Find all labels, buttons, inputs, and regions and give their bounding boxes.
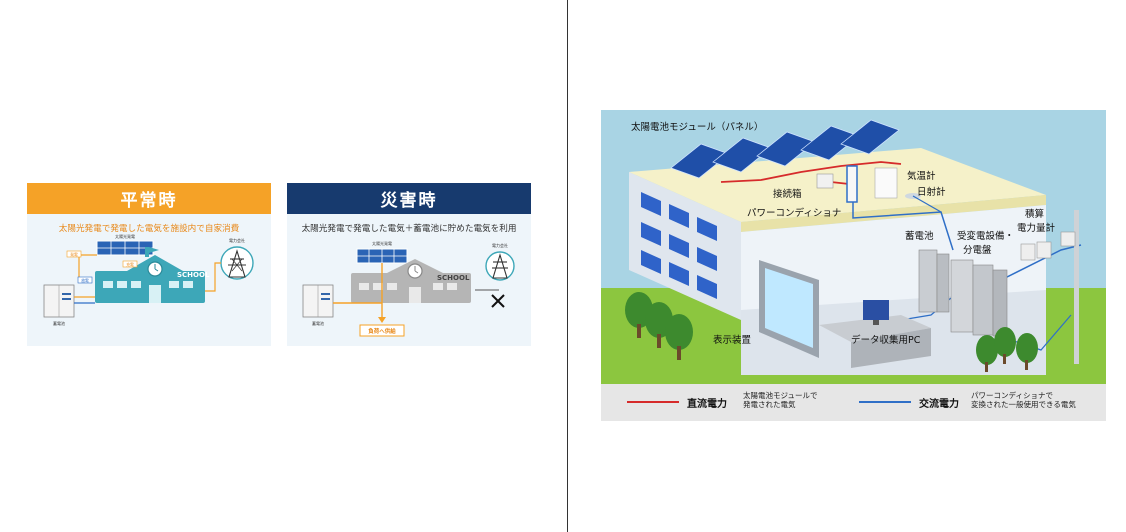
ac-wire bbox=[852, 202, 954, 251]
battery-label: 蓄電池 bbox=[53, 320, 65, 326]
supply-to-load-label: 負荷へ供給 bbox=[368, 327, 396, 335]
disaster-mode-illustration: 太陽光発電 SCHOOL 電力会社 bbox=[302, 240, 515, 337]
grid-arrow bbox=[205, 262, 221, 292]
flow-tag-generation: 発電 bbox=[70, 252, 78, 257]
ac-legend-line bbox=[859, 401, 911, 403]
flow-tag-charge: 充電 bbox=[126, 262, 134, 267]
label-meter-line1: 積算 bbox=[1025, 209, 1045, 220]
disaster-mode-card: 災害時 太陽光発電で発電した電気＋蓄電池に貯めた電気を利用 太陽光発電 SCHO… bbox=[287, 183, 531, 346]
school-label: SCHOOL bbox=[437, 274, 470, 282]
normal-mode-subtitle: 太陽光発電で発電した電気を施設内で自家消費 bbox=[58, 224, 240, 234]
panel-label: 太陽光発電 bbox=[115, 233, 135, 239]
disaster-mode-title: 災害時 bbox=[287, 183, 531, 214]
dc-legend-desc: 太陽電池モジュールで 発電された電気 bbox=[743, 391, 817, 410]
dc-legend-title: 直流電力 bbox=[687, 399, 727, 410]
utility-label: 電力会社 bbox=[492, 242, 508, 248]
battery-label: 蓄電池 bbox=[312, 320, 324, 326]
center-divider bbox=[567, 0, 568, 532]
panel-label: 太陽光発電 bbox=[372, 240, 392, 246]
outage-cross-icon bbox=[491, 294, 505, 308]
ac-legend-desc-line1: パワーコンディショナで bbox=[971, 391, 1053, 400]
solar-panel-icon bbox=[96, 240, 154, 256]
battery-cabinet-icon bbox=[302, 284, 334, 318]
label-display: 表示装置 bbox=[713, 335, 752, 346]
utility-label: 電力会社 bbox=[229, 237, 245, 243]
ac-legend-desc-line2: 変換された一般使用できる電気 bbox=[971, 400, 1076, 410]
solar-panel-icon bbox=[356, 248, 408, 264]
normal-mode-title: 平常時 bbox=[27, 183, 271, 214]
meter-icon bbox=[1020, 243, 1036, 261]
disaster-mode-subtitle: 太陽光発電で発電した電気＋蓄電池に貯めた電気を利用 bbox=[301, 224, 517, 234]
label-thermometer: 気温計 bbox=[907, 171, 936, 182]
label-pyranometer: 日射計 bbox=[917, 187, 946, 198]
system-illustration bbox=[601, 110, 1106, 384]
ac-legend-title: 交流電力 bbox=[919, 399, 959, 410]
solar-panel-array bbox=[670, 119, 900, 179]
label-meter-line2: 電力量計 bbox=[1017, 223, 1056, 234]
thermometer-box-icon bbox=[874, 167, 898, 199]
label-substation: 受変電設備・ bbox=[957, 231, 1015, 242]
dc-legend-desc-line1: 太陽電池モジュールで bbox=[743, 391, 818, 400]
label-solar-module: 太陽電池モジュール（パネル） bbox=[631, 122, 764, 133]
flow-tag-discharge: 放電 bbox=[81, 278, 89, 283]
battery-cabinet-icon bbox=[918, 249, 950, 313]
ac-legend-desc: パワーコンディショナで 変換された一般使用できる電気 bbox=[971, 391, 1076, 410]
label-power-conditioner: パワーコンディショナ bbox=[747, 208, 842, 219]
legend-bar: 直流電力 太陽電池モジュールで 発電された電気 交流電力 パワーコンディショナで… bbox=[601, 384, 1106, 421]
label-distribution-board: 分電盤 bbox=[963, 245, 992, 256]
dc-legend-desc-line2: 発電された電気 bbox=[743, 400, 796, 410]
arrow-head bbox=[378, 317, 386, 323]
pc-monitor-icon bbox=[863, 300, 889, 325]
power-conditioner-icon bbox=[846, 165, 858, 203]
power-tower-icon bbox=[220, 246, 254, 280]
school-building-icon bbox=[95, 247, 205, 303]
building-windows bbox=[641, 192, 717, 299]
dc-legend-line bbox=[627, 401, 679, 403]
label-battery: 蓄電池 bbox=[905, 231, 934, 242]
label-junction-box: 接続箱 bbox=[773, 189, 802, 200]
junction-box-icon bbox=[816, 173, 834, 189]
power-tower-icon bbox=[485, 251, 515, 281]
normal-mode-illustration: 太陽光発電 SCHOOL 電力会社 bbox=[43, 233, 254, 326]
school-building-icon bbox=[351, 259, 471, 303]
battery-cabinet-icon bbox=[43, 284, 75, 318]
utility-pole bbox=[1074, 210, 1079, 364]
dc-wire bbox=[720, 161, 902, 183]
solar-system-diagram: 太陽電池モジュール（パネル） 接続箱 気温計 日射計 パワーコンディショナ 蓄電… bbox=[601, 110, 1106, 421]
desk bbox=[819, 315, 931, 342]
switchgear-cabinet-icon bbox=[950, 259, 1008, 337]
display-monitor-icon bbox=[759, 260, 819, 358]
school-label: SCHOOL bbox=[177, 271, 210, 279]
label-data-pc: データ収集用PC bbox=[851, 335, 921, 346]
tree-icon bbox=[625, 292, 1038, 372]
normal-mode-card: 平常時 太陽光発電で発電した電気を施設内で自家消費 太陽光発電 bbox=[27, 183, 271, 346]
